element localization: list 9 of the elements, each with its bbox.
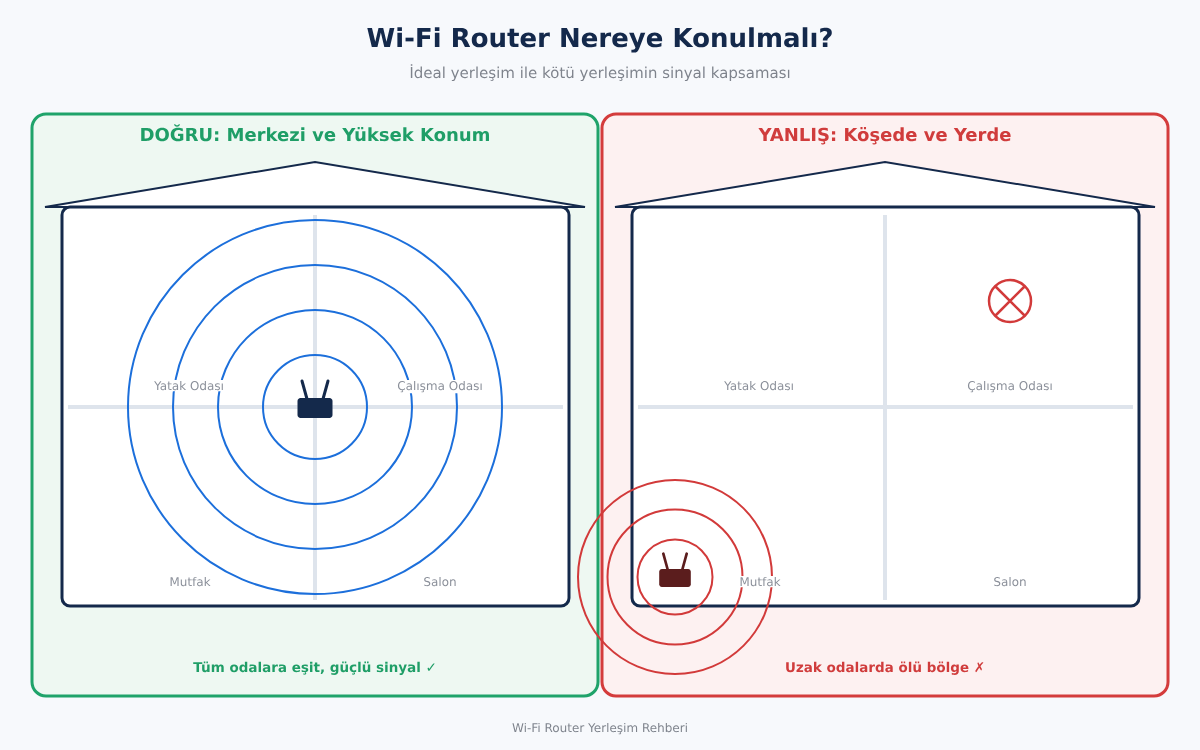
subtitle: İdeal yerleşim ile kötü yerleşimin sinyal kapsaması xyxy=(410,64,790,82)
title: Wi-Fi Router Nereye Konulmalı? xyxy=(367,27,832,53)
footer-text: Wi-Fi Router Yerleşim Rehberi xyxy=(512,722,687,735)
panel-heading: YANLIŞ: Köşede ve Yerde xyxy=(758,127,1011,145)
verdict-text: Tüm odalara eşit, güçlü sinyal ✓ xyxy=(193,661,435,675)
panel-heading: DOĞRU: Merkezi ve Yüksek Konum xyxy=(141,124,489,142)
verdict-text: Uzak odalarda ölü bölge ✗ xyxy=(786,661,984,675)
house xyxy=(614,161,1156,608)
house xyxy=(44,161,586,608)
